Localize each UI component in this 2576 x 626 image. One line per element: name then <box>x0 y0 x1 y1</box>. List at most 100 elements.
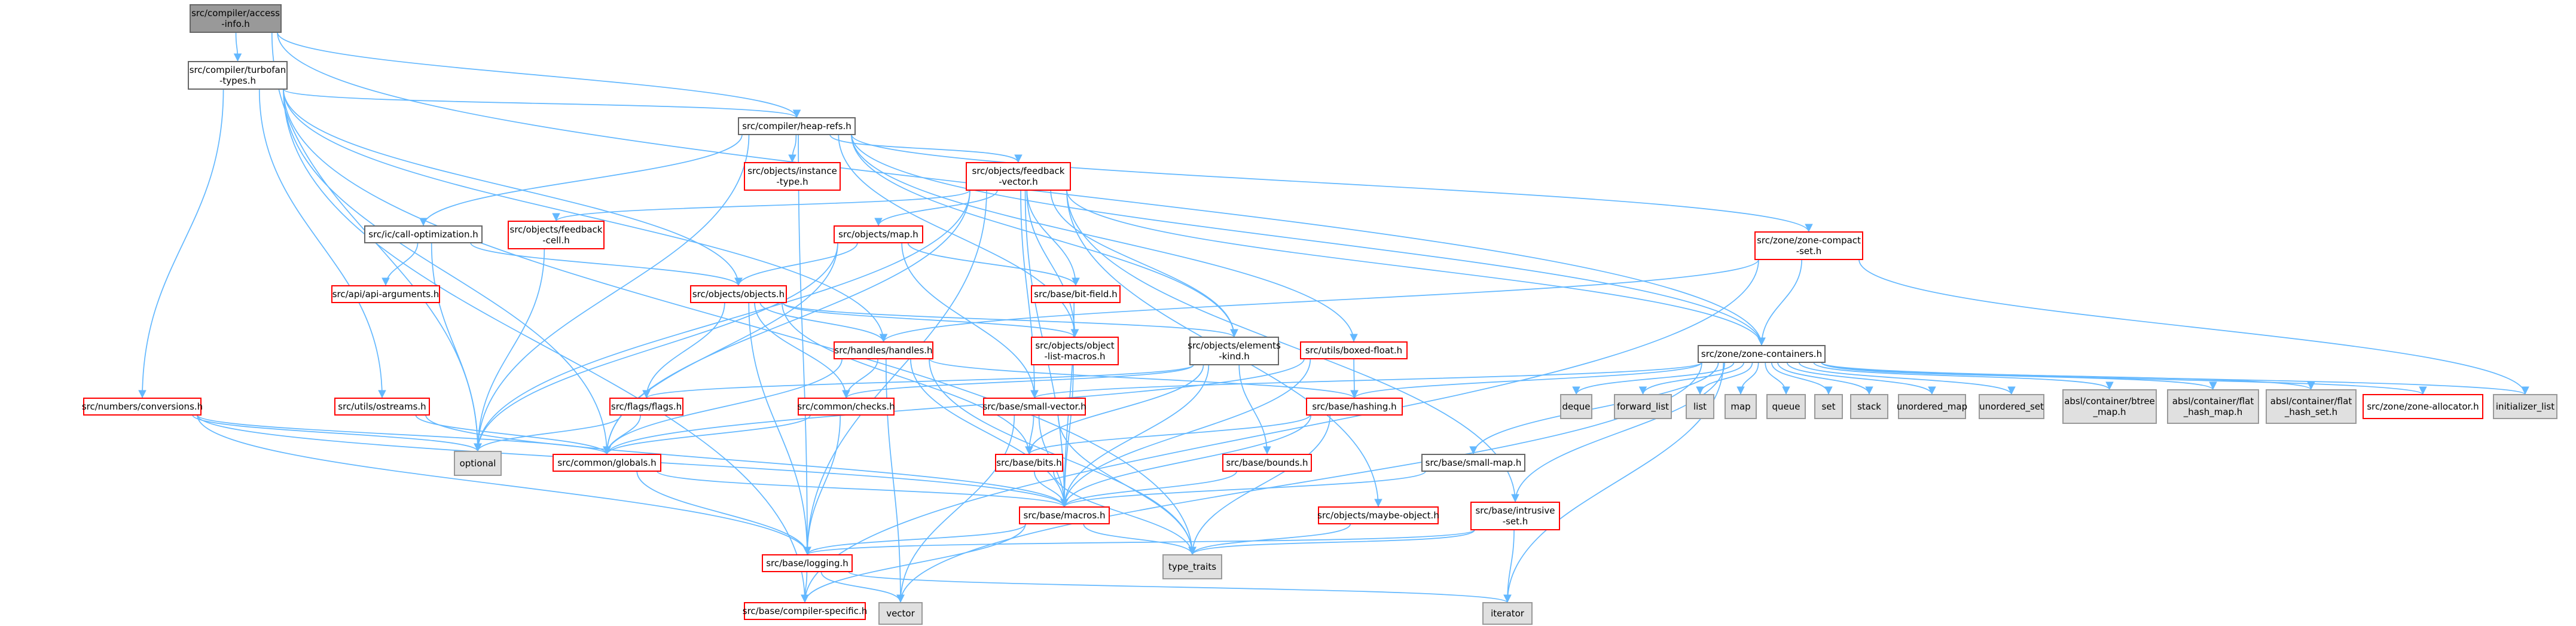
node-box <box>331 285 440 303</box>
node-feedback-vector[interactable]: src/objects/feedback-vector.h <box>966 162 1071 191</box>
edge-feedback-vector-to-zone-containers <box>1066 190 1766 346</box>
node-map[interactable]: map <box>1725 394 1757 419</box>
node-instance-type[interactable]: src/objects/instance-type.h <box>744 162 841 191</box>
edge-logging-to-vector <box>820 571 905 603</box>
node-set[interactable]: set <box>1814 394 1843 419</box>
node-zone-allocator[interactable]: src/zone/zone-allocator.h <box>2363 394 2483 419</box>
node-label: src/common/checks.h <box>797 401 895 412</box>
node-boxed-float[interactable]: src/utils/boxed-float.h <box>1300 341 1408 359</box>
node-box <box>190 4 282 33</box>
edges <box>138 32 2529 603</box>
node-initializer-list[interactable]: initializer_list <box>2493 394 2557 419</box>
node-label: src/objects/feedback <box>972 166 1065 176</box>
node-map-h[interactable]: src/objects/map.h <box>834 225 923 243</box>
node-box <box>1300 341 1408 359</box>
node-box <box>1686 394 1714 419</box>
edge-map-h-to-bit-field <box>907 242 1080 286</box>
node-label: src/base/compiler-specific.h <box>743 606 867 616</box>
node-iterator[interactable]: iterator <box>1482 602 1533 625</box>
edge-objects-h-to-handles <box>759 302 888 343</box>
node-optional[interactable]: optional <box>454 451 502 476</box>
node-label: list <box>1693 401 1707 412</box>
node-small-vector[interactable]: src/base/small-vector.h <box>982 398 1086 416</box>
node-list[interactable]: list <box>1686 394 1714 419</box>
edge-heap-refs-to-call-optimization <box>419 134 743 227</box>
edge-checks-to-logging <box>803 414 841 555</box>
node-label: src/zone/zone-containers.h <box>1701 349 1822 359</box>
node-label: src/base/logging.h <box>766 558 849 569</box>
node-flat-hash-set[interactable]: absl/container/flat_hash_set.h <box>2266 389 2357 424</box>
node-zone-compact-set[interactable]: src/zone/zone-compact-set.h <box>1754 231 1863 260</box>
edge-feedback-vector-to-feedback-cell <box>552 190 970 222</box>
node-maybe-object[interactable]: src/objects/maybe-object.h <box>1317 506 1439 524</box>
node-queue[interactable]: queue <box>1766 394 1806 419</box>
node-box <box>334 398 430 416</box>
node-forward-list[interactable]: forward_list <box>1614 394 1672 419</box>
node-label: src/zone/zone-allocator.h <box>2367 401 2479 412</box>
node-flat-hash-map[interactable]: absl/container/flat_hash_map.h <box>2167 389 2259 424</box>
node-box <box>983 398 1086 416</box>
node-box <box>744 602 866 620</box>
node-hashing[interactable]: src/base/hashing.h <box>1306 398 1403 416</box>
edge-feedback-vector-to-map-h <box>874 190 998 227</box>
node-turbofan-types[interactable]: src/compiler/turbofan-types.h <box>188 61 288 90</box>
edge-turbofan-types-to-compiler-specific <box>283 88 809 603</box>
node-ostreams[interactable]: src/utils/ostreams.h <box>334 398 430 416</box>
node-label: -kind.h <box>1219 351 1250 362</box>
node-unordered-set[interactable]: unordered_set <box>1979 394 2044 419</box>
node-intrusive-set[interactable]: src/base/intrusive-set.h <box>1470 502 1560 530</box>
node-label: type_traits <box>1168 561 1216 573</box>
edge-heap-refs-to-boxed-float <box>851 134 1358 343</box>
node-elements-kind[interactable]: src/objects/elements-kind.h <box>1188 337 1281 365</box>
node-label: absl/container/flat <box>2270 396 2352 407</box>
node-compiler-specific[interactable]: src/base/compiler-specific.h <box>743 602 867 620</box>
node-call-optimization[interactable]: src/ic/call-optimization.h <box>364 225 483 243</box>
node-bounds[interactable]: src/base/bounds.h <box>1222 454 1312 472</box>
node-handles[interactable]: src/handles/handles.h <box>834 341 933 359</box>
node-unordered-map[interactable]: unordered_map <box>1897 394 1967 419</box>
node-checks[interactable]: src/common/checks.h <box>797 398 895 416</box>
node-box <box>2062 389 2157 424</box>
edge-zone-containers-to-map <box>1736 362 1759 395</box>
node-deque[interactable]: deque <box>1560 394 1592 419</box>
edge-macros-to-compiler-specific <box>801 523 1026 603</box>
node-box <box>762 554 853 572</box>
edge-elements-kind-to-checks <box>842 364 1194 399</box>
node-label: absl/container/flat <box>2172 396 2254 407</box>
node-small-map[interactable]: src/base/small-map.h <box>1421 454 1525 472</box>
node-btree-map[interactable]: absl/container/btree_map.h <box>2062 389 2157 424</box>
nodes: src/compiler/access-info.h src/compiler/t… <box>82 4 2557 625</box>
node-box <box>966 162 1071 191</box>
node-label: src/api/api-arguments.h <box>332 289 439 300</box>
node-bit-field[interactable]: src/base/bit-field.h <box>1031 285 1121 303</box>
edge-zone-compact-set-to-initializer-list <box>1858 259 2529 395</box>
node-flags[interactable]: src/flags/flags.h <box>609 398 683 416</box>
node-globals[interactable]: src/common/globals.h <box>553 454 661 472</box>
node-label: -vector.h <box>999 176 1038 187</box>
node-feedback-cell[interactable]: src/objects/feedback-cell.h <box>508 221 605 249</box>
node-object-list-macros[interactable]: src/objects/object-list-macros.h <box>1031 337 1119 365</box>
node-label: -set.h <box>1796 246 1822 256</box>
node-logging[interactable]: src/base/logging.h <box>762 554 853 572</box>
edge-object-list-macros-to-macros <box>1060 364 1074 508</box>
node-label: src/base/bit-field.h <box>1034 289 1117 300</box>
node-heap-refs[interactable]: src/compiler/heap-refs.h <box>738 117 856 135</box>
edge-hashing-to-type-traits <box>1188 414 1331 555</box>
node-box <box>1754 231 1863 260</box>
node-label: src/base/hashing.h <box>1312 401 1396 412</box>
node-macros[interactable]: src/base/macros.h <box>1019 506 1110 524</box>
node-label: src/zone/zone-compact <box>1757 235 1861 246</box>
node-api-arguments[interactable]: src/api/api-arguments.h <box>331 285 440 303</box>
node-numbers-conversions[interactable]: src/numbers/conversions.h <box>82 398 203 416</box>
node-label: src/base/small-vector.h <box>982 401 1086 412</box>
node-bits[interactable]: src/base/bits.h <box>995 454 1063 472</box>
edge-handles-to-hashing <box>929 358 1359 399</box>
node-access-info[interactable]: src/compiler/access-info.h <box>190 4 282 33</box>
node-type-traits[interactable]: type_traits <box>1162 554 1222 579</box>
node-vector[interactable]: vector <box>878 602 923 625</box>
edge-handles-to-macros <box>910 358 1069 508</box>
node-stack[interactable]: stack <box>1850 394 1888 419</box>
edge-heap-refs-to-logging <box>798 134 811 555</box>
node-zone-containers[interactable]: src/zone/zone-containers.h <box>1698 345 1826 363</box>
node-objects-h[interactable]: src/objects/objects.h <box>690 285 787 303</box>
